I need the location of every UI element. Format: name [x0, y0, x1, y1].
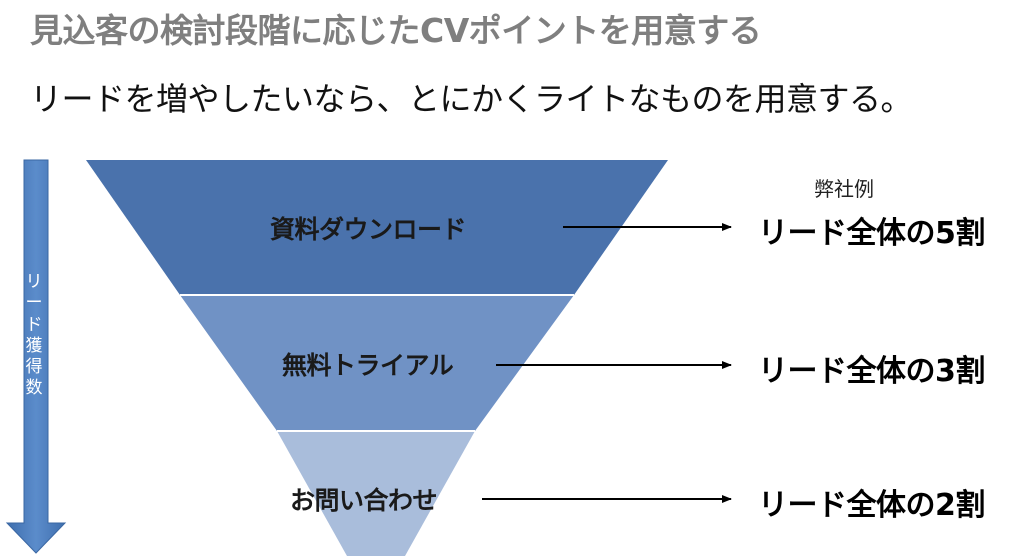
stage-label-trial: 無料トライアル [282, 351, 454, 380]
page-title: 見込客の検討段階に応じたCVポイントを用意する [30, 11, 762, 50]
funnel-segment-trial [180, 295, 574, 431]
funnel-segment-download [86, 160, 668, 295]
page-subtitle: リードを増やしたいなら、とにかくライトなものを用意する。 [30, 80, 913, 118]
side-arrow-char: リ [25, 272, 43, 292]
example-label: 弊社例 [814, 177, 874, 201]
stage-label-download: 資料ダウンロード [270, 215, 467, 244]
side-arrow-char: ー [25, 293, 43, 314]
lead-count-down-arrow [5, 159, 67, 554]
side-arrow-label: リ ー ド 獲 得 数 [14, 272, 54, 400]
side-arrow-char: 獲 [25, 335, 43, 356]
stage-result-inquiry: リード全体の2割 [758, 488, 985, 523]
stage-result-trial: リード全体の3割 [758, 354, 985, 389]
stage-label-inquiry: お問い合わせ [290, 486, 438, 515]
side-arrow-char: ド [25, 314, 43, 335]
side-arrow-char: 数 [25, 378, 43, 399]
funnel-segment-inquiry [277, 431, 475, 556]
side-arrow-char: 得 [25, 357, 43, 377]
stage-result-download: リード全体の5割 [758, 216, 985, 251]
